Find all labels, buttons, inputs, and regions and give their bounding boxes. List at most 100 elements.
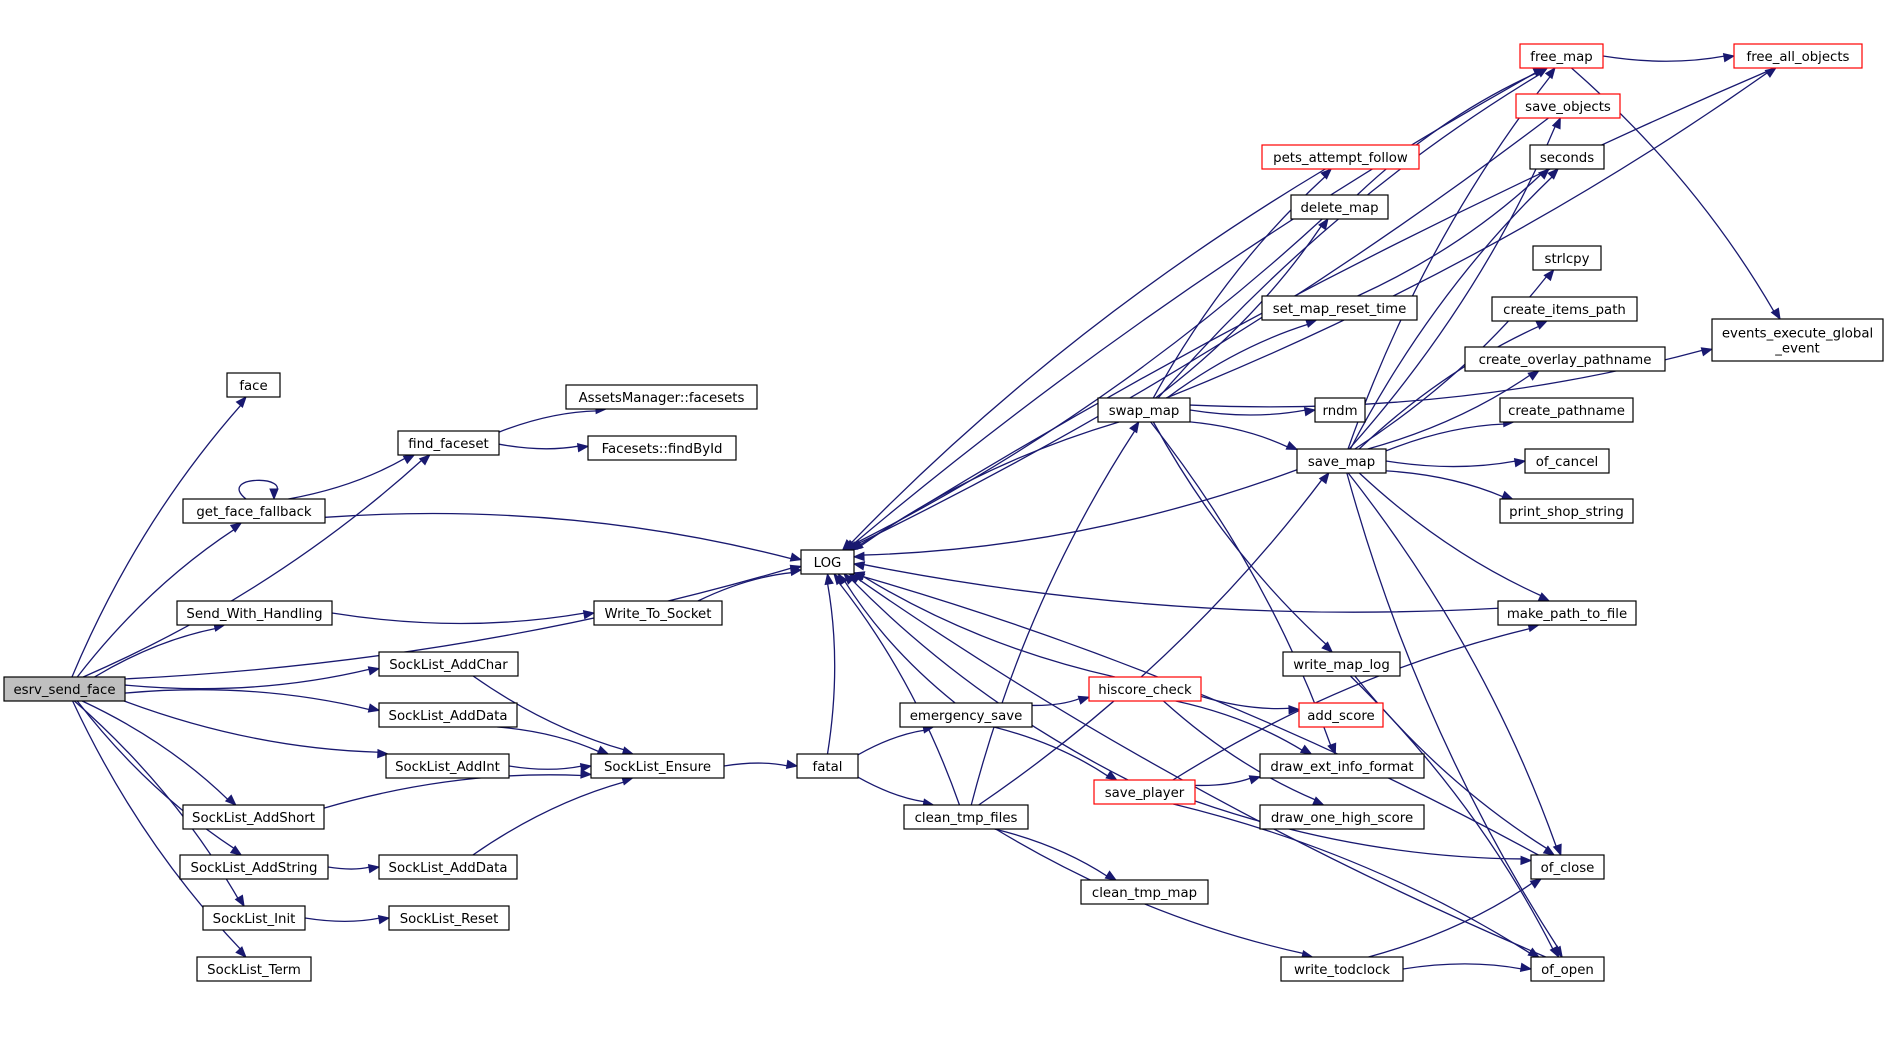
node-box[interactable] xyxy=(1530,854,1605,880)
node-socklist-ensure[interactable]: SockList_Ensure xyxy=(590,753,725,779)
node-delete-map[interactable]: delete_map xyxy=(1290,194,1389,220)
node-set-map-reset-time[interactable]: set_map_reset_time xyxy=(1261,295,1418,321)
node-save-objects[interactable]: save_objects xyxy=(1515,93,1621,119)
node-box[interactable] xyxy=(388,905,510,931)
node-box[interactable] xyxy=(1529,144,1605,170)
node-make-path-to-file[interactable]: make_path_to_file xyxy=(1497,600,1637,626)
node-box[interactable] xyxy=(1491,296,1638,322)
node-fatal[interactable]: fatal xyxy=(796,753,859,779)
node-box[interactable] xyxy=(1261,295,1418,321)
node-box[interactable] xyxy=(1298,702,1384,728)
node-box[interactable] xyxy=(1515,93,1621,119)
node-clean-tmp-files[interactable]: clean_tmp_files xyxy=(903,804,1029,830)
node-create-items-path[interactable]: create_items_path xyxy=(1491,296,1638,322)
node-write-to-socket[interactable]: Write_To_Socket xyxy=(593,600,723,626)
node-socklist-addstring[interactable]: SockList_AddString xyxy=(179,854,329,880)
node-socklist-addint[interactable]: SockList_AddInt xyxy=(385,753,510,779)
node-create-overlay-pathname[interactable]: create_overlay_pathname xyxy=(1464,346,1666,372)
node-events-execute-global-event[interactable]: events_execute_global_event xyxy=(1711,318,1884,362)
node-box[interactable] xyxy=(1499,397,1634,423)
node-box[interactable] xyxy=(1532,245,1602,271)
node-box[interactable] xyxy=(796,753,859,779)
node-socklist-reset[interactable]: SockList_Reset xyxy=(388,905,510,931)
node-box[interactable] xyxy=(565,384,758,410)
node-box[interactable] xyxy=(593,600,723,626)
node-draw-ext-info-format[interactable]: draw_ext_info_format xyxy=(1259,753,1425,779)
node-box[interactable] xyxy=(1093,779,1196,805)
node-box[interactable] xyxy=(385,753,510,779)
node-box[interactable] xyxy=(1259,804,1425,830)
node-box[interactable] xyxy=(1261,144,1420,170)
node-seconds[interactable]: seconds xyxy=(1529,144,1605,170)
node-get-face-fallback[interactable]: get_face_fallback xyxy=(182,498,326,524)
node-hiscore-check[interactable]: hiscore_check xyxy=(1088,676,1202,702)
node-box[interactable] xyxy=(1088,676,1202,702)
node-strlcpy[interactable]: strlcpy xyxy=(1532,245,1602,271)
node-emergency-save[interactable]: emergency_save xyxy=(899,702,1033,728)
node-log[interactable]: LOG xyxy=(800,549,855,575)
node-box[interactable] xyxy=(3,676,126,702)
node-find-faceset[interactable]: find_faceset xyxy=(397,430,500,456)
node-box[interactable] xyxy=(1314,397,1366,423)
node-box[interactable] xyxy=(378,651,519,677)
node-socklist-term[interactable]: SockList_Term xyxy=(196,956,312,982)
node-free-all-objects[interactable]: free_all_objects xyxy=(1733,43,1863,69)
node-rndm[interactable]: rndm xyxy=(1314,397,1366,423)
node-box[interactable] xyxy=(378,854,518,880)
node-box[interactable] xyxy=(397,430,500,456)
node-box[interactable] xyxy=(1499,498,1634,524)
node-box[interactable] xyxy=(1711,318,1884,362)
node-print-shop-string[interactable]: print_shop_string xyxy=(1499,498,1634,524)
node-box[interactable] xyxy=(182,804,325,830)
node-box[interactable] xyxy=(1530,956,1605,982)
node-add-score[interactable]: add_score xyxy=(1298,702,1384,728)
node-box[interactable] xyxy=(1524,448,1610,474)
node-save-player[interactable]: save_player xyxy=(1093,779,1196,805)
node-box[interactable] xyxy=(226,372,281,398)
node-of-close[interactable]: of_close xyxy=(1530,854,1605,880)
node-send-with-handling[interactable]: Send_With_Handling xyxy=(176,600,333,626)
node-box[interactable] xyxy=(196,956,312,982)
node-socklist-adddata-2[interactable]: SockList_AddData xyxy=(378,854,518,880)
node-box[interactable] xyxy=(378,702,518,728)
node-write-map-log[interactable]: write_map_log xyxy=(1282,651,1401,677)
node-of-open[interactable]: of_open xyxy=(1530,956,1605,982)
node-free-map[interactable]: free_map xyxy=(1519,43,1604,69)
node-box[interactable] xyxy=(1296,448,1387,474)
node-clean-tmp-map[interactable]: clean_tmp_map xyxy=(1080,879,1209,905)
node-box[interactable] xyxy=(1290,194,1389,220)
node-box[interactable] xyxy=(1519,43,1604,69)
node-box[interactable] xyxy=(899,702,1033,728)
node-facesets-findbyid[interactable]: Facesets::findById xyxy=(587,435,737,461)
node-box[interactable] xyxy=(202,905,306,931)
node-box[interactable] xyxy=(1497,600,1637,626)
node-box[interactable] xyxy=(1097,397,1191,423)
node-pets-attempt-follow[interactable]: pets_attempt_follow xyxy=(1261,144,1420,170)
node-socklist-addshort[interactable]: SockList_AddShort xyxy=(182,804,325,830)
node-box[interactable] xyxy=(182,498,326,524)
node-box[interactable] xyxy=(1080,879,1209,905)
node-of-cancel[interactable]: of_cancel xyxy=(1524,448,1610,474)
node-box[interactable] xyxy=(176,600,333,626)
node-write-todclock[interactable]: write_todclock xyxy=(1280,956,1404,982)
node-box[interactable] xyxy=(1464,346,1666,372)
node-socklist-addchar[interactable]: SockList_AddChar xyxy=(378,651,519,677)
node-box[interactable] xyxy=(1733,43,1863,69)
node-face[interactable]: face xyxy=(226,372,281,398)
node-socklist-adddata-1[interactable]: SockList_AddData xyxy=(378,702,518,728)
node-swap-map[interactable]: swap_map xyxy=(1097,397,1191,423)
node-box[interactable] xyxy=(590,753,725,779)
node-box[interactable] xyxy=(179,854,329,880)
node-socklist-init[interactable]: SockList_Init xyxy=(202,905,306,931)
node-esrv-send-face[interactable]: esrv_send_face xyxy=(3,676,126,702)
node-create-pathname[interactable]: create_pathname xyxy=(1499,397,1634,423)
node-assets-facesets[interactable]: AssetsManager::facesets xyxy=(565,384,758,410)
node-box[interactable] xyxy=(1282,651,1401,677)
node-box[interactable] xyxy=(587,435,737,461)
node-box[interactable] xyxy=(903,804,1029,830)
node-save-map[interactable]: save_map xyxy=(1296,448,1387,474)
node-draw-one-high-score[interactable]: draw_one_high_score xyxy=(1259,804,1425,830)
node-box[interactable] xyxy=(1259,753,1425,779)
node-box[interactable] xyxy=(1280,956,1404,982)
node-box[interactable] xyxy=(800,549,855,575)
